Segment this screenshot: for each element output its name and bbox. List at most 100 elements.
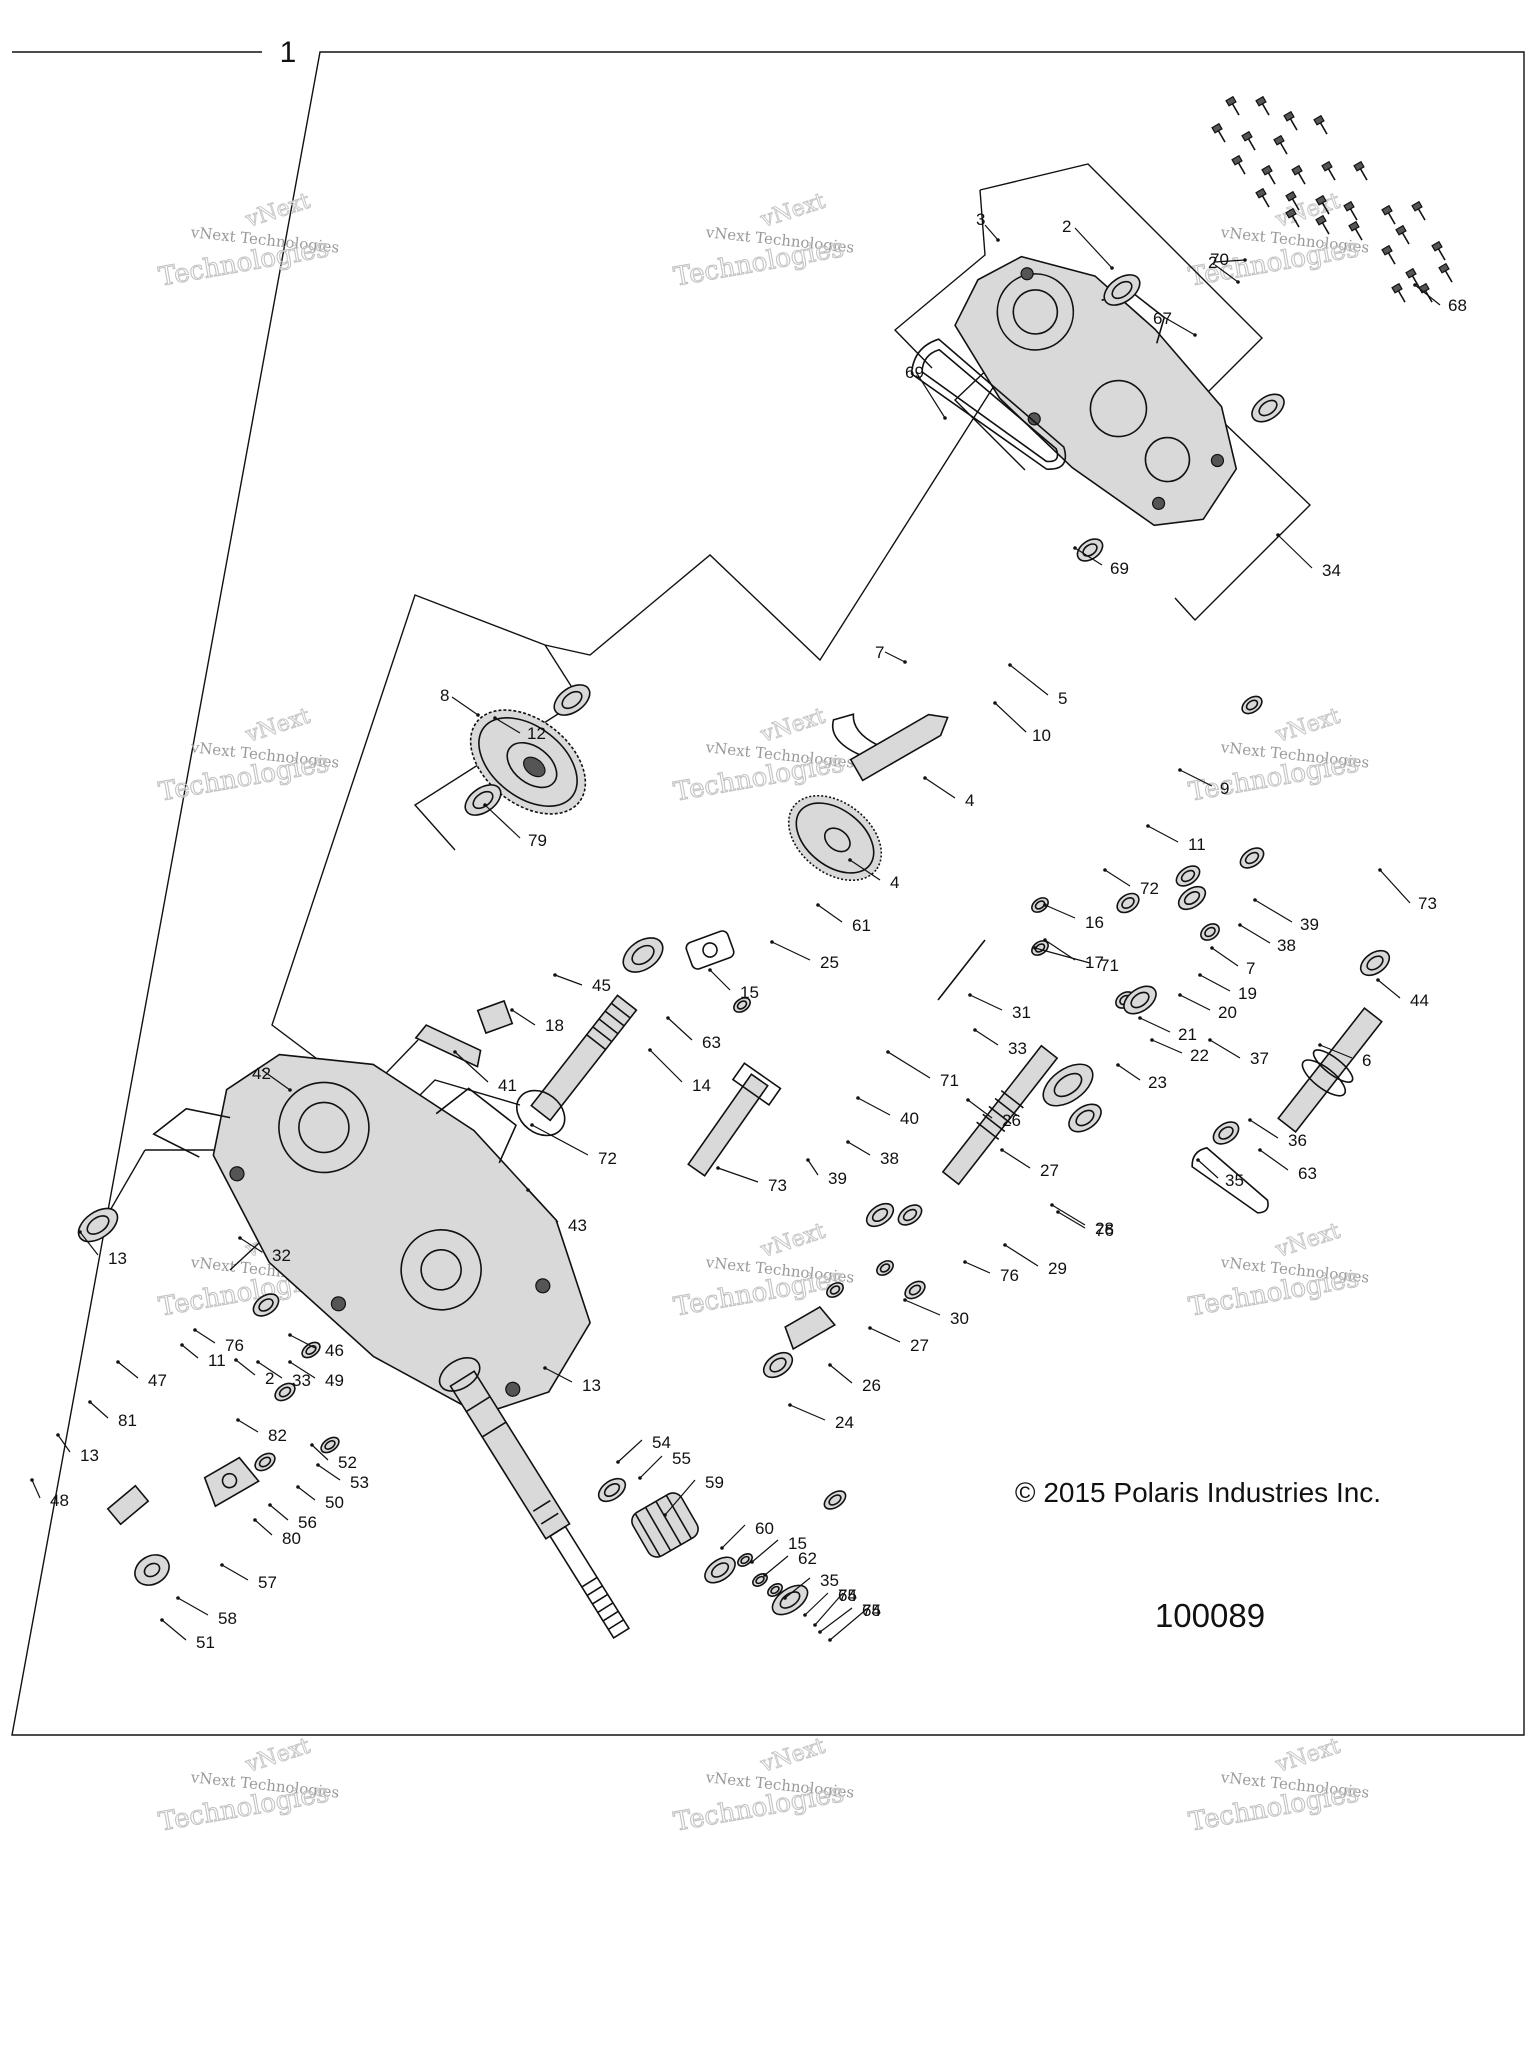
callout-leader <box>289 1361 316 1379</box>
watermark-logo-text: vNext <box>1272 704 1344 749</box>
callout-leader <box>849 859 881 881</box>
callout-leader <box>814 1592 844 1626</box>
bolt <box>1411 200 1426 221</box>
callout: 79 <box>483 803 547 850</box>
bolt <box>1343 200 1358 221</box>
bolt <box>1438 262 1453 283</box>
callout-label: 27 <box>910 1336 929 1355</box>
callout-dot <box>1103 868 1107 872</box>
callout-dot <box>648 1048 652 1052</box>
callout: 13 <box>543 1366 601 1395</box>
callout-dot <box>816 903 820 907</box>
callout-leader <box>1199 974 1231 992</box>
ring-part <box>1239 847 1265 869</box>
callout-label: 54 <box>652 1433 671 1452</box>
ring-part <box>1076 538 1104 562</box>
callout-dot <box>848 858 852 862</box>
callout-leader <box>887 1051 931 1079</box>
callout-leader <box>1034 947 1091 964</box>
callout-dot <box>783 1596 787 1600</box>
watermark-logo-text: vNext <box>1272 189 1344 234</box>
callout: 23 <box>1116 1063 1167 1092</box>
callout-label: 30 <box>950 1309 969 1328</box>
ring-part <box>320 1436 340 1454</box>
callout-leader <box>789 1404 826 1421</box>
callout-label: 68 <box>1448 296 1467 315</box>
callout-leader <box>1259 1149 1289 1171</box>
callout: 69 <box>905 363 947 420</box>
callout-label: 52 <box>338 1453 357 1472</box>
callout: 80 <box>253 1518 301 1548</box>
callout-leader <box>257 1361 283 1379</box>
callout: 43 <box>526 1188 587 1235</box>
bolt <box>1405 267 1420 288</box>
callout-label: 13 <box>582 1376 601 1395</box>
callout-label: 65 <box>862 1601 881 1620</box>
callout-dot <box>763 1573 767 1577</box>
ring-part <box>904 1280 926 1300</box>
gear-11 <box>787 794 883 882</box>
bolt-cluster <box>1211 95 1453 303</box>
watermark-logo-text: vNext <box>1272 1734 1344 1779</box>
callout-leader <box>857 1097 891 1116</box>
callout: 4 <box>923 776 974 810</box>
ring-part <box>597 1477 627 1503</box>
callout: 27 <box>868 1326 929 1355</box>
ring-part <box>762 1351 794 1379</box>
ring-part <box>876 1260 894 1276</box>
callout-label: 56 <box>298 1513 317 1532</box>
callout-dot <box>238 1236 242 1240</box>
callout-leader <box>984 224 999 241</box>
callout-dot <box>1236 280 1240 284</box>
callout-label: 55 <box>672 1449 691 1468</box>
callout-leader <box>221 1564 249 1581</box>
callout: 68 <box>1413 283 1467 315</box>
ring-part <box>1042 1063 1094 1107</box>
callout-label: 67 <box>1153 309 1172 328</box>
ring-part <box>1251 393 1285 423</box>
ring-part <box>622 937 664 973</box>
callout-dot <box>886 1050 890 1054</box>
callout-leader <box>784 1577 811 1599</box>
callout-label: 7 <box>1246 959 1255 978</box>
callout: 26 <box>966 1098 1021 1130</box>
callout-leader <box>1057 1211 1086 1229</box>
callout: 65 <box>818 1601 881 1634</box>
callout: 53 <box>316 1463 369 1492</box>
callout-dot <box>88 1400 92 1404</box>
callout-label: 60 <box>755 1519 774 1538</box>
callout-leader <box>1249 1119 1279 1139</box>
callout-leader <box>617 1439 643 1463</box>
callout: 45 <box>553 973 611 995</box>
callout-dot <box>1248 1118 1252 1122</box>
callout: 58 <box>176 1596 237 1628</box>
callout-dot <box>160 1618 164 1622</box>
callout-dot <box>1253 898 1257 902</box>
callout-dot <box>966 1098 970 1102</box>
callout-label: 44 <box>1410 991 1429 1010</box>
callout: 5 <box>1008 663 1067 708</box>
callout-dot <box>663 1513 667 1517</box>
callout: 71 <box>1033 946 1119 975</box>
callout: 81 <box>88 1400 137 1430</box>
callout-label: 39 <box>828 1169 847 1188</box>
callout-label: 8 <box>440 686 449 705</box>
callout-dot <box>708 968 712 972</box>
callout-label: 75 <box>838 1586 857 1605</box>
callout-label: 2 <box>1208 253 1217 272</box>
callout-label: 10 <box>1032 726 1051 745</box>
callout-label: 81 <box>118 1411 137 1430</box>
callout-leader <box>1211 947 1239 967</box>
callout-label: 69 <box>1110 559 1129 578</box>
callout-dot <box>1238 923 1242 927</box>
bolt <box>1211 122 1226 143</box>
callout: 36 <box>1248 1118 1307 1150</box>
callout-label: 73 <box>1418 894 1437 913</box>
callout: 12 <box>493 716 546 743</box>
